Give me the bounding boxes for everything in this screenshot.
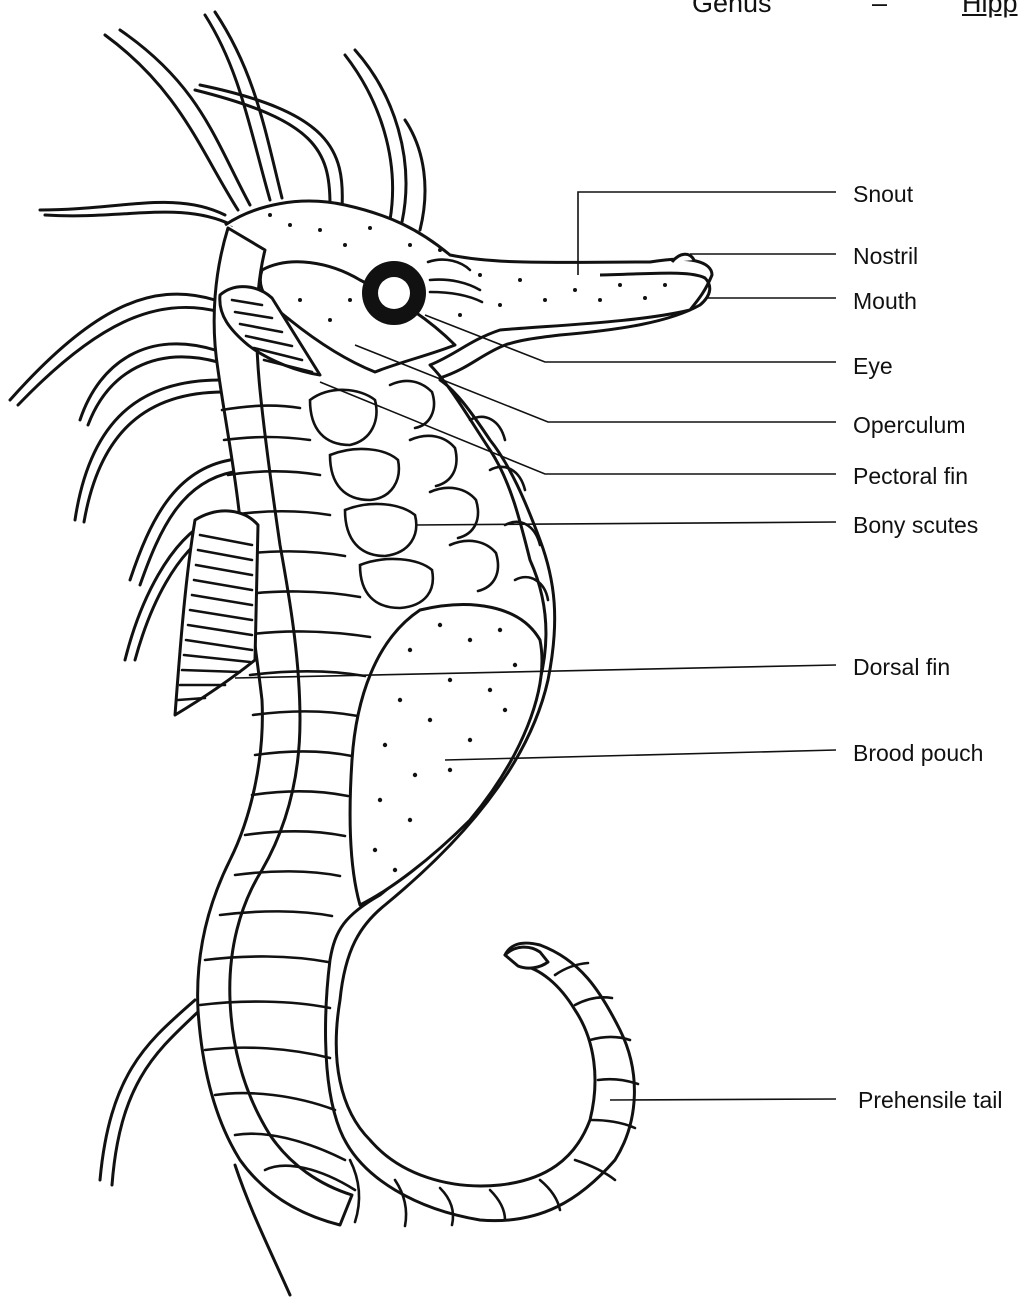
dorsal-fin bbox=[175, 511, 258, 715]
crown-filaments bbox=[40, 12, 425, 230]
brood-pouch bbox=[350, 605, 542, 905]
eye bbox=[362, 261, 426, 325]
label-snout: Snout bbox=[853, 181, 914, 207]
leader-prehensile-tail bbox=[610, 1099, 836, 1100]
eye-lines bbox=[428, 260, 482, 302]
label-mouth: Mouth bbox=[853, 288, 917, 314]
label-prehensile-tail: Prehensile tail bbox=[858, 1087, 1002, 1113]
label-eye: Eye bbox=[853, 353, 893, 379]
leader-bony-scutes bbox=[415, 522, 836, 525]
label-brood-pouch: Brood pouch bbox=[853, 740, 983, 766]
label-operculum: Operculum bbox=[853, 412, 965, 438]
label-nostril: Nostril bbox=[853, 243, 918, 269]
label-bony-scutes: Bony scutes bbox=[853, 512, 978, 538]
label-pectoral-fin: Pectoral fin bbox=[853, 463, 968, 489]
label-dorsal-fin: Dorsal fin bbox=[853, 654, 950, 680]
leader-operculum bbox=[355, 345, 836, 422]
